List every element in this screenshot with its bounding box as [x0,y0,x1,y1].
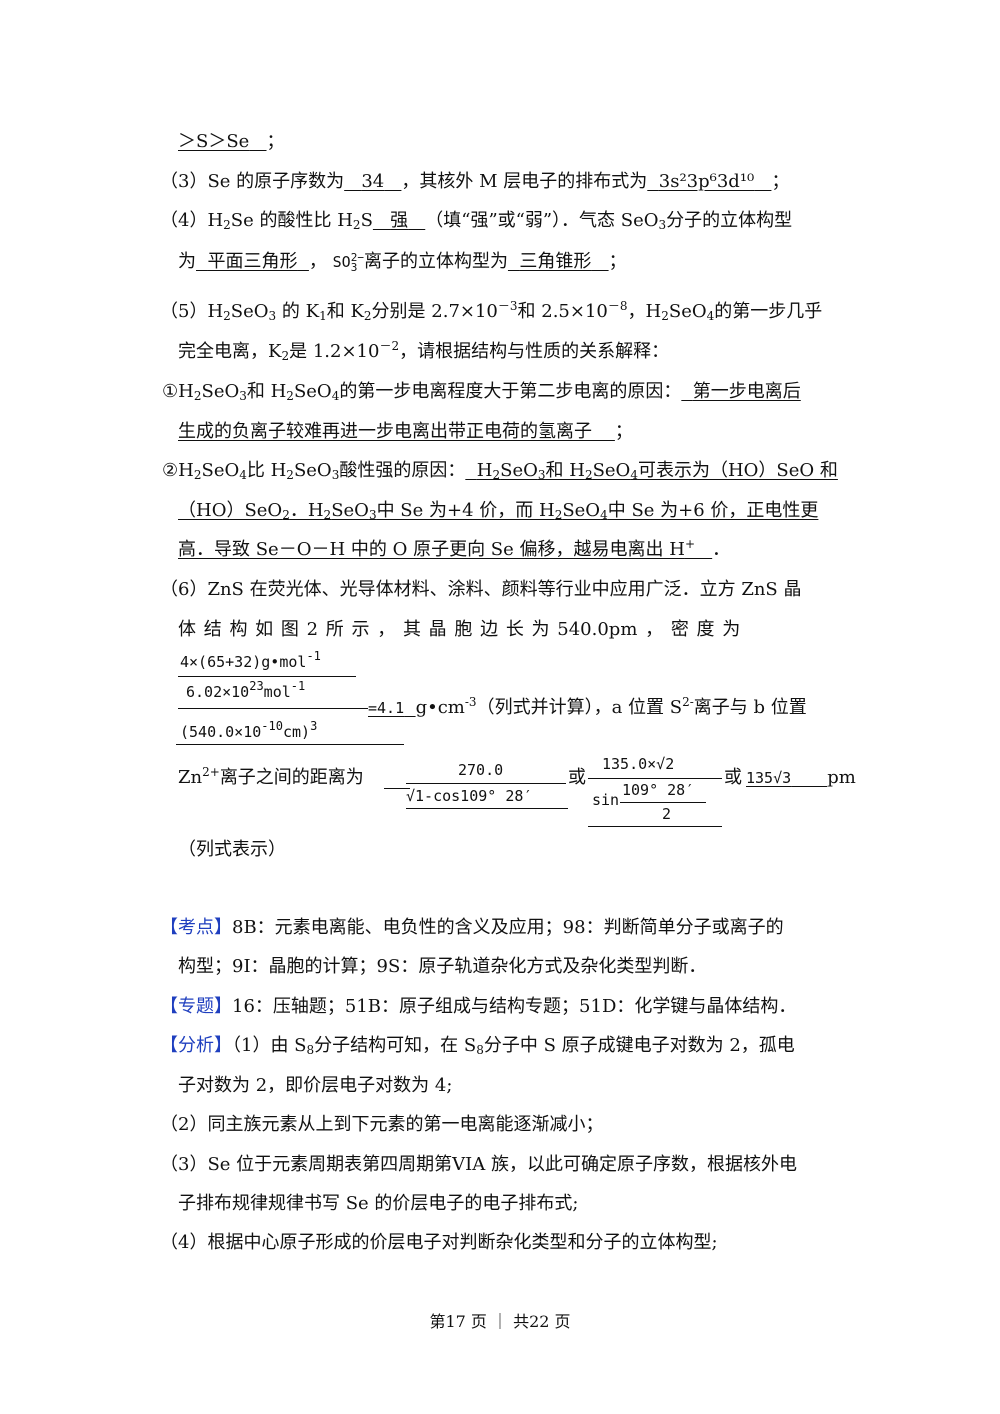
answer-line-4a: （4）H2Se 的酸性比 H2S 强 （填“强”或“弱”）．气态 SeO3分子的… [160,210,793,232]
answer-line-5e: ②H2SeO4比 H2SeO3酸性强的原因： H2SeO3和 H2SeO4可表示… [162,460,838,482]
density-result: =4.1 g•cm-3（列式并计算），a 位置 S2-离子与 b 位置 [368,695,807,718]
answer-line-3: （3）Se 的原子序数为 34 ，其核外 M 层电子的排布式为 3s²3p⁶3d… [160,171,790,192]
answer-blank: 高．导致 Se－O－H 中的 O 原子更向 Se 偏移，越易电离出 H+ [178,537,695,560]
answer-blank: 生成的负离子较难再进一步电离出带正电荷的氢离子 [178,421,592,442]
answer-blank: H2SeO3和 H2SeO4可表示为（HO）SeO 和 [476,460,838,482]
density-formula: 4×(65+32)g•mol-1 6.02×1023mol-1 (540.0×1… [176,650,406,750]
answer-line-5f: （HO）SeO2．H2SeO3中 Se 为+4 价，而 H2SeO4中 Se 为… [178,499,818,523]
knowledge-points: 【考点】8B：元素电离能、电负性的含义及应用；98：判断简单分子或离子的 [160,917,784,938]
or-text: 或 [568,767,586,788]
answer-blank: ＞S＞Se [178,131,250,152]
answer-blank: 34 [361,171,385,192]
answer-blank: 3s²3p⁶3d¹⁰ [658,171,755,192]
answer-line-2-end: ＞S＞Se ； [178,131,285,152]
distance-formula-1: 270.0 √1-cos109° 28′ [406,756,568,809]
distance-formula-2: 135.0×√2 sin 109° 28′ 2 [588,752,724,828]
question-6-line-1: （6）ZnS 在荧光体、光导体材料、涂料、颜料等行业中应用广泛．立方 ZnS 晶 [160,579,802,600]
section-tag-zhuanti: 【专题】 [160,996,232,1017]
answer-blank: 平面三角形 [207,251,298,272]
list-format-note: （列式表示） [178,839,286,860]
answer-line-5c: ①H2SeO3和 H2SeO4的第一步电离程度大于第二步电离的原因： 第一步电离… [162,381,801,403]
distance-formula-3: 135√3 pm [746,767,856,788]
answer-blank: （HO）SeO2．H2SeO3中 Se 为+4 价，而 H2SeO4中 Se 为… [178,500,819,522]
distance-label: Zn2+离子之间的距离为 [178,765,364,788]
answer-line-5d: 生成的负离子较难再进一步电离出带正电荷的氢离子 ； [178,421,633,442]
page-footer: 第17 页 ｜ 共22 页 [429,1312,571,1331]
section-tag-kaodian: 【考点】 [160,917,232,938]
topic: 【专题】16：压轴题；51B：原子组成与结构专题；51D：化学键与晶体结构． [160,996,797,1017]
answer-blank: 强 [390,210,409,231]
answer-blank: 三角锥形 [519,251,592,272]
answer-line-5b: 完全电离，K2是 1.2×10－2，请根据结构与性质的关系解释： [178,339,670,363]
question-6-line-2: 体 结 构 如 图 2 所 示 ， 其 晶 胞 边 长 为 540.0pm ， … [178,619,741,640]
analysis-3-cont: 子排布规律规律书写 Se 的价层电子的电子排布式; [178,1193,579,1214]
answer-blank: 第一步电离后 [692,381,801,402]
analysis-1-cont: 子对数为 2，即价层电子对数为 4; [178,1075,453,1096]
answer-line-5a: （5）H2SeO3 的 K1和 K2分别是 2.7×10－3和 2.5×10－8… [160,299,823,323]
blank-underline [384,788,410,789]
analysis-3: （3）Se 位于元素周期表第四周期第VIA 族，以此可确定原子序数，根据核外电 [160,1154,797,1175]
analysis-1: 【分析】（1）由 S8分子结构可知，在 S8分子中 S 原子成键电子对数为 2，… [160,1035,795,1057]
analysis-2: （2）同主族元素从上到下元素的第一电离能逐渐减小； [160,1114,604,1135]
knowledge-points-cont: 构型；9I：晶胞的计算；9S：原子轨道杂化方式及杂化类型判断． [178,956,707,977]
analysis-4: （4）根据中心原子形成的价层电子对判断杂化类型和分子的立体构型; [160,1232,718,1253]
answer-line-5g: 高．导致 Se－O－H 中的 O 原子更向 Se 偏移，越易电离出 H+ ． [178,537,731,560]
or-text-2: 或 [724,767,742,788]
section-tag-fenxi: 【分析】 [160,1035,232,1056]
